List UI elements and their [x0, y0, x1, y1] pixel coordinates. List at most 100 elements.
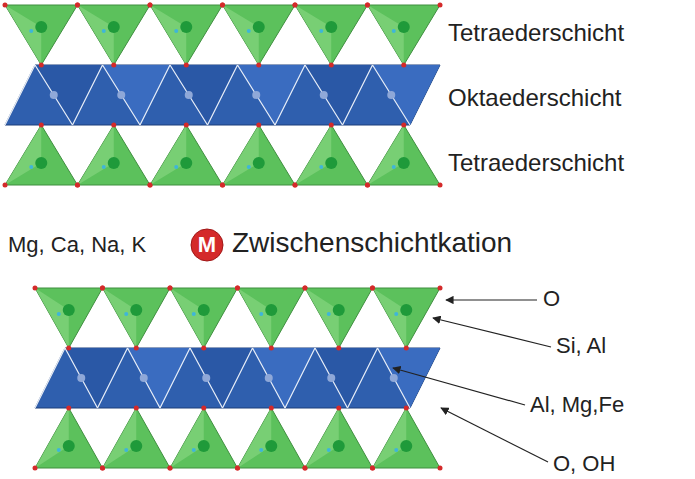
tot-layer — [3, 3, 443, 188]
octahedron-edge — [275, 65, 343, 125]
tetrahedral-cation — [130, 304, 142, 316]
tetrahedron — [305, 288, 373, 348]
tetrahedron-face — [373, 408, 407, 468]
hydroxyl-dot — [327, 312, 331, 316]
oxygen-dot — [303, 466, 308, 471]
octahedron-edge — [208, 65, 276, 125]
tetrahedral-cation — [63, 440, 75, 452]
oxygen-dot — [134, 406, 139, 411]
octahedral-cation — [320, 91, 328, 99]
tetrahedral-cation — [265, 304, 277, 316]
oxygen-dot — [404, 346, 409, 351]
octahedron-face — [170, 65, 238, 125]
interlayer-label: Zwischenschichtkation — [232, 228, 512, 259]
oxygen-dot — [220, 3, 225, 8]
octahedral-band — [35, 348, 440, 408]
tetrahedral-cation — [325, 157, 337, 169]
tetrahedron-face — [373, 288, 407, 348]
octahedral-cation — [185, 91, 193, 99]
tetrahedral-cation — [108, 21, 120, 33]
oxygen-dot — [336, 346, 341, 351]
hydroxyl-dot — [174, 29, 178, 33]
tetrahedron — [150, 125, 223, 185]
oxygen-dot — [168, 286, 173, 291]
tetrahedral-cation — [35, 157, 47, 169]
tetrahedron — [295, 5, 368, 65]
hydroxyl-dot — [394, 312, 398, 316]
tetrahedron — [373, 408, 441, 468]
oxygen-dot — [256, 63, 261, 68]
oxygen-dot — [100, 466, 105, 471]
octahedral-cation — [202, 374, 210, 382]
tetrahedron — [238, 288, 306, 348]
tetrahedron-face — [35, 288, 69, 348]
oxygen-dot — [75, 183, 80, 188]
oxygen-dot — [256, 123, 261, 128]
tetrahedron-face — [223, 125, 259, 185]
hydroxyl-dot — [192, 448, 196, 452]
tetrahedral-cation — [198, 304, 210, 316]
tetrahedron — [150, 5, 223, 65]
hydroxyl-dot — [394, 448, 398, 452]
octahedral-cation — [265, 374, 273, 382]
atom-label: Al, Mg,Fe — [530, 393, 624, 417]
oxygen-dot — [100, 466, 105, 471]
tetrahedral-cation — [253, 21, 265, 33]
oxygen-dot — [235, 286, 240, 291]
oxygen-dot — [336, 406, 341, 411]
tetrahedron-face — [103, 408, 137, 468]
tetrahedron-face — [170, 288, 204, 348]
tetrahedron-face — [170, 408, 204, 468]
octahedral-band — [5, 65, 440, 125]
tetrahedral-cation — [253, 157, 265, 169]
hydroxyl-dot — [29, 165, 33, 169]
oxygen-dot — [111, 123, 116, 128]
tetrahedron-face — [368, 5, 404, 65]
oxygen-dot — [293, 3, 298, 8]
octahedral-cation — [387, 91, 395, 99]
oxygen-dot — [293, 3, 298, 8]
tetrahedral-cation — [325, 21, 337, 33]
oxygen-dot — [75, 3, 80, 8]
oxygen-dot — [329, 123, 334, 128]
layer-label: Oktaederschicht — [448, 85, 621, 111]
tetrahedron-face — [223, 5, 259, 65]
hydroxyl-dot — [102, 165, 106, 169]
octahedron-edge — [285, 348, 348, 408]
octahedron-edge — [5, 65, 73, 125]
octahedron-edge — [223, 348, 286, 408]
octahedral-cation — [252, 91, 260, 99]
oxygen-dot — [404, 406, 409, 411]
hydroxyl-dot — [102, 29, 106, 33]
octahedron-edge — [160, 348, 223, 408]
oxygen-dot — [75, 3, 80, 8]
oxygen-dot — [220, 3, 225, 8]
oxygen-dot — [111, 63, 116, 68]
hydroxyl-dot — [124, 312, 128, 316]
octahedron-face — [253, 348, 316, 408]
hydroxyl-dot — [392, 165, 396, 169]
tetrahedron-face — [5, 5, 41, 65]
oxygen-dot — [201, 406, 206, 411]
tetrahedron-face — [103, 288, 137, 348]
oxygen-dot — [66, 346, 71, 351]
octahedron-edge — [35, 348, 98, 408]
oxygen-dot — [370, 466, 375, 471]
tetrahedral-cation — [333, 304, 345, 316]
hydroxyl-dot — [174, 165, 178, 169]
oxygen-dot — [184, 123, 189, 128]
oxygen-dot — [401, 63, 406, 68]
octahedron-edge — [140, 65, 208, 125]
tetrahedron — [103, 288, 171, 348]
tetrahedron — [103, 408, 171, 468]
oxygen-dot — [235, 466, 240, 471]
oxygen-dot — [293, 183, 298, 188]
tetrahedron-face — [5, 125, 41, 185]
octahedron-face — [238, 65, 306, 125]
oxygen-dot — [329, 63, 334, 68]
oxygen-dot — [148, 183, 153, 188]
tetrahedron — [78, 5, 151, 65]
tetrahedron-face — [150, 125, 186, 185]
hydroxyl-dot — [259, 312, 263, 316]
oxygen-dot — [293, 183, 298, 188]
